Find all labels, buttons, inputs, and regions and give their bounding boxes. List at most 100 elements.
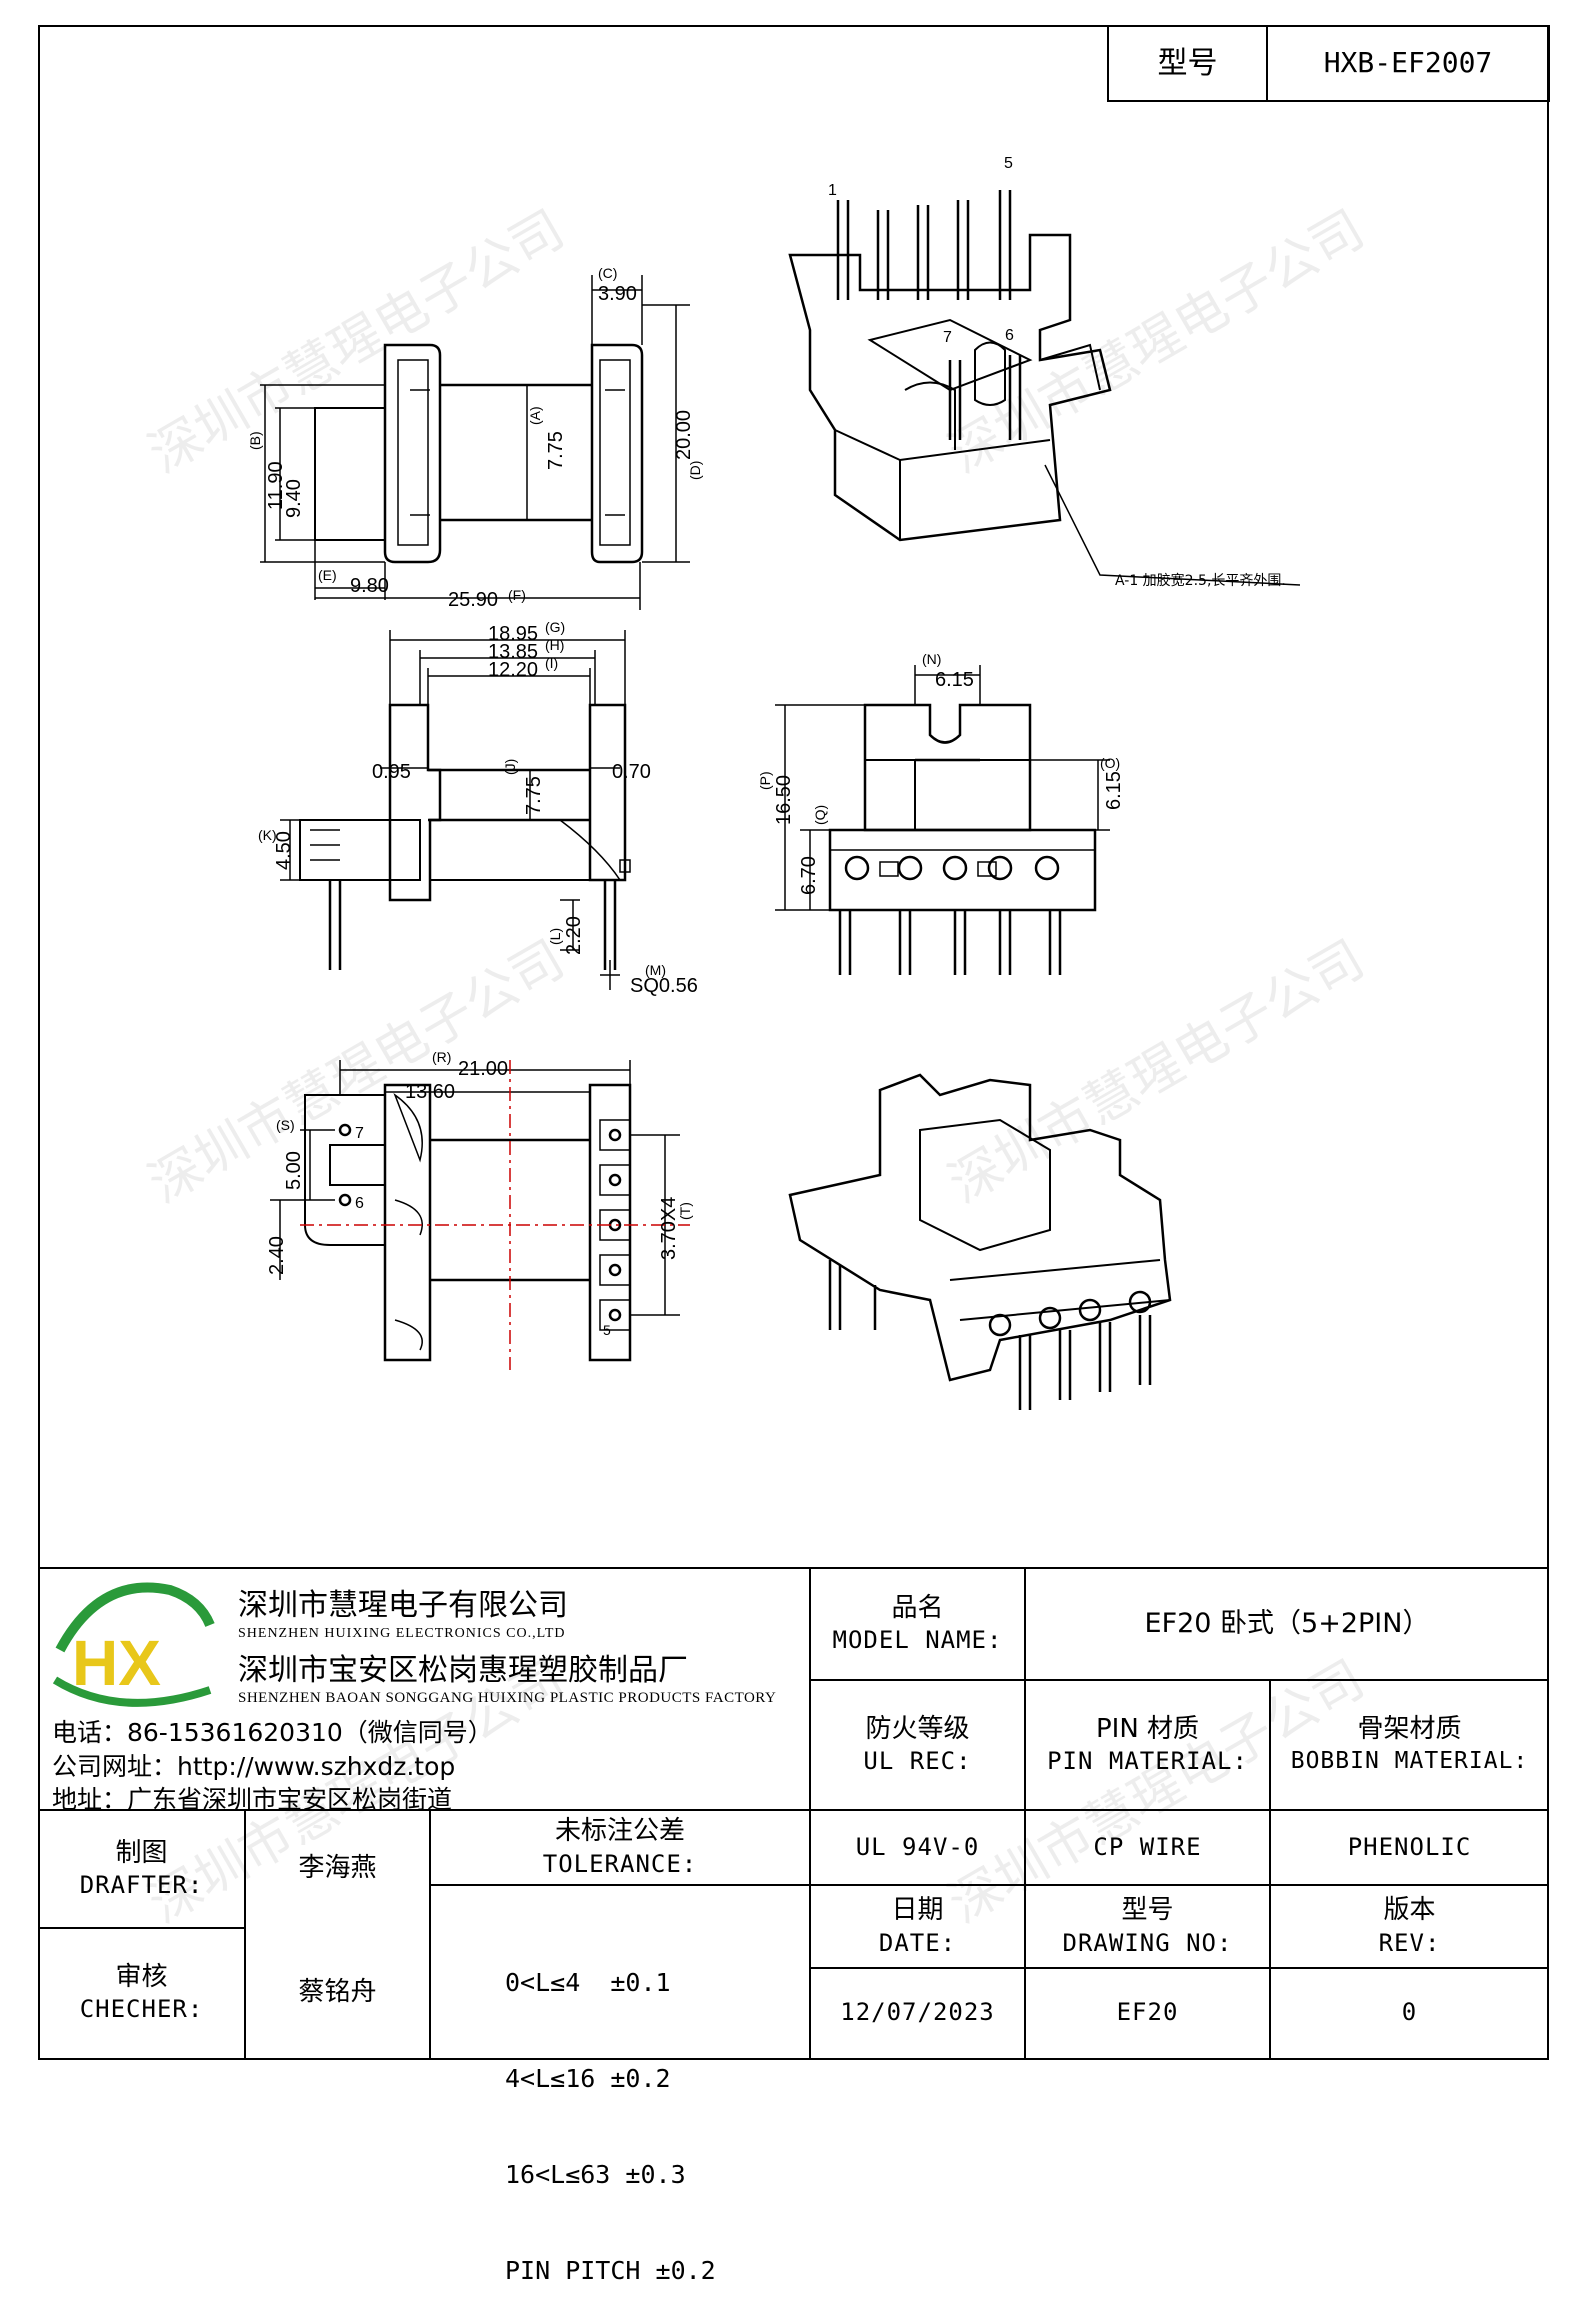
bottom-view-dims	[270, 1060, 680, 1316]
dim-text: 3.90	[598, 283, 637, 305]
bobbin-material-label: 骨架材质 BOBBIN MATERIAL:	[1270, 1680, 1549, 1810]
pin-material-label: PIN 材质 PIN MATERIAL:	[1025, 1680, 1270, 1810]
factory-name-en: SHENZHEN BAOAN SONGGANG HUIXING PLASTIC …	[238, 1690, 777, 1706]
drafter-label: 制图 DRAFTER:	[38, 1810, 245, 1928]
ul-label: 防火等级 UL REC:	[810, 1680, 1025, 1810]
model-label: 型号	[1157, 46, 1218, 81]
pin-value: CP WIRE	[1093, 1832, 1202, 1861]
dim-text: 13.60	[405, 1081, 455, 1103]
dim-label: (C)	[598, 265, 617, 281]
dim-text: 6.70	[798, 856, 820, 895]
drawing-no-value-cell: EF20	[1025, 1968, 1270, 2058]
drawing-no-label: 型号 DRAWING NO:	[1025, 1885, 1270, 1968]
dim-label: (S)	[276, 1117, 295, 1133]
drafter-en: DRAFTER:	[79, 1871, 204, 1900]
dim-label: (Q)	[812, 805, 828, 825]
dim-label: (K)	[258, 827, 277, 843]
tolerance-en: TOLERANCE:	[542, 1849, 698, 1878]
dim-label: (R)	[432, 1049, 451, 1065]
drafter-name: 李海燕	[298, 1853, 377, 1884]
top-view	[314, 343, 644, 564]
checker-name-cell: 蔡铭舟	[245, 1928, 430, 2058]
bobbin-value-cell: PHENOLIC	[1270, 1810, 1549, 1885]
rev-cn: 版本	[1383, 1895, 1436, 1925]
model-name-value: EF20 卧式（5+2PIN）	[1144, 1608, 1430, 1640]
tolerance-line: 4<L≤16 ±0.2	[505, 2064, 671, 2093]
date-value-cell: 12/07/2023	[810, 1968, 1025, 2058]
bobbin-cn: 骨架材质	[1357, 1714, 1462, 1745]
dim-text: 5.00	[283, 1151, 305, 1190]
model-name-value-cell: EF20 卧式（5+2PIN）	[1025, 1568, 1549, 1680]
date-value: 12/07/2023	[840, 1998, 995, 2027]
dim-text: 6.15	[935, 669, 974, 691]
dim-label: (B)	[247, 431, 263, 450]
dim-label: (E)	[318, 567, 337, 583]
model-name-cn: 品名	[891, 1592, 944, 1623]
dim-text: 12.20	[488, 659, 538, 681]
checker-label: 审核 CHECHER:	[38, 1928, 245, 2058]
dim-label: (F)	[508, 587, 526, 603]
company-name-en: SHENZHEN HUIXING ELECTRONICS CO.,LTD	[238, 1626, 566, 1641]
tolerance-label: 未标注公差 TOLERANCE:	[430, 1810, 810, 1885]
pin-label: 6	[355, 1195, 364, 1212]
front-view	[299, 703, 631, 970]
center-lines	[300, 1060, 690, 1370]
ul-value-cell: UL 94V-0	[810, 1810, 1025, 1885]
dim-label: (I)	[545, 655, 558, 671]
drawing-note: A-1 加胶宽2.5,长平齐外围.	[1115, 572, 1286, 589]
company-name: 深圳市慧瑆电子有限公司	[238, 1588, 568, 1623]
rev-value: 0	[1401, 1998, 1418, 2027]
address: 地址：广东省深圳市宝安区松岗街道	[52, 1785, 453, 1814]
dim-label: (D)	[687, 461, 703, 480]
side-view	[828, 703, 1097, 975]
tolerance-line: 16<L≤63 ±0.3	[505, 2160, 686, 2189]
dim-label: (M)	[645, 962, 666, 978]
dim-label: (T)	[677, 1202, 693, 1220]
dim-text: 25.90	[448, 589, 498, 611]
model-name-en: MODEL NAME:	[832, 1626, 1003, 1655]
drawing-no-value: EF20	[1116, 1998, 1179, 2027]
bobbin-en: BOBBIN MATERIAL:	[1290, 1747, 1529, 1774]
date-en: DATE:	[878, 1928, 957, 1957]
model-name-label: 品名 MODEL NAME:	[810, 1568, 1025, 1680]
company-logo: HX	[52, 1582, 215, 1707]
drafter-cn: 制图	[115, 1837, 168, 1868]
dim-label: (P)	[757, 771, 773, 790]
dim-text: 7.75	[523, 776, 545, 815]
pin-label: 7	[355, 1125, 364, 1142]
ul-value: UL 94V-0	[855, 1832, 980, 1861]
pin-label: 7	[943, 329, 952, 346]
tolerance-cn: 未标注公差	[554, 1816, 685, 1846]
checker-en: CHECHER:	[79, 1995, 204, 2024]
checker-name: 蔡铭舟	[298, 1977, 377, 2008]
pin-cn: PIN 材质	[1095, 1713, 1200, 1744]
phone: 电话：86-15361620310（微信同号）	[52, 1718, 493, 1747]
bottom-view	[304, 1083, 632, 1362]
model-label-cell: 型号	[1107, 25, 1268, 102]
drawing-sheet	[38, 25, 1549, 2060]
technical-drawing: 3.90 (C) 7.75 (A) 20.00 (D) (B) 11.90 9.…	[38, 155, 1549, 2058]
rev-en: REV:	[1378, 1928, 1441, 1957]
factory-name: 深圳市宝安区松岗惠瑆塑胶制品厂	[238, 1653, 688, 1688]
dim-text: 6.15	[1103, 771, 1125, 810]
pin-value-cell: CP WIRE	[1025, 1810, 1270, 1885]
rev-label: 版本 REV:	[1270, 1885, 1549, 1968]
dim-text: SQ0.56	[630, 975, 698, 997]
website: 公司网址：http://www.szhxdz.top	[52, 1752, 456, 1781]
pin-label: 5	[1004, 155, 1013, 172]
date-label: 日期 DATE:	[810, 1885, 1025, 1968]
dim-text: 9.80	[350, 575, 389, 597]
dim-text: 20.00	[673, 410, 695, 460]
ul-cn: 防火等级	[865, 1713, 970, 1744]
dwg-cn: 型号	[1121, 1895, 1174, 1925]
date-cn: 日期	[891, 1895, 944, 1925]
dim-text: 4.50	[273, 831, 295, 870]
pin-label: 1	[828, 182, 837, 199]
rev-value-cell: 0	[1270, 1968, 1549, 2058]
tolerance-line: PIN PITCH ±0.2	[505, 2256, 716, 2285]
dwg-en: DRAWING NO:	[1062, 1928, 1233, 1957]
checker-cn: 审核	[115, 1961, 168, 1992]
pin-label: 6	[1005, 327, 1014, 344]
drafter-name-cell: 李海燕	[245, 1810, 430, 1928]
dim-label: (J)	[502, 759, 518, 775]
